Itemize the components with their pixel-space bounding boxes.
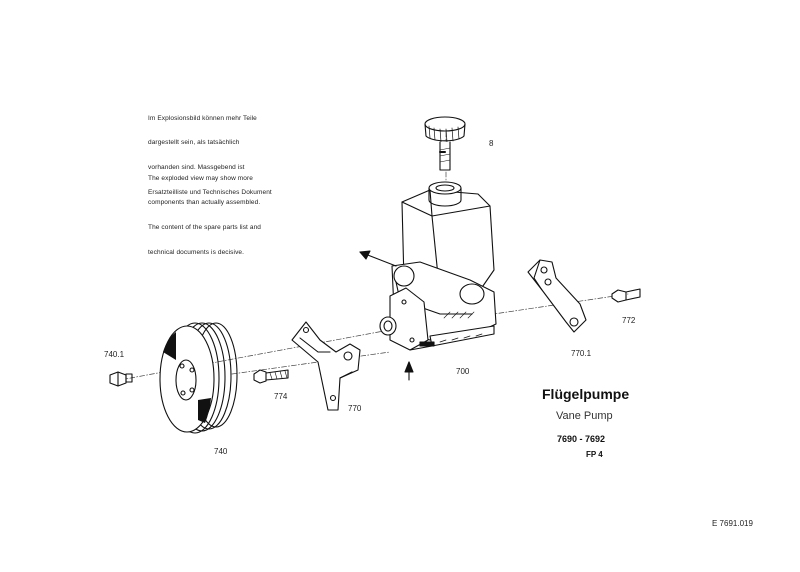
note-en-line: components than actually assembled. <box>148 199 261 207</box>
note-german: Im Explosionsbild können mehr Teile darg… <box>148 98 272 206</box>
cap-8 <box>424 116 466 171</box>
note-de-line: vorhanden sind. Massgebend ist <box>148 164 245 172</box>
direction-arrows <box>359 250 414 381</box>
note-de-line: Ersatzteilliste und Technisches Dokument <box>148 189 272 197</box>
note-en-line: The content of the spare parts list and <box>148 224 262 232</box>
part-label-770-1: 770.1 <box>571 349 592 358</box>
note-english: The exploded view may show more componen… <box>148 158 261 266</box>
bracket-770-1 <box>527 259 587 333</box>
diagram-title-german: Flügelpumpe <box>542 386 630 402</box>
part-label-740: 740 <box>214 447 228 456</box>
note-en-line: The exploded view may show more <box>148 174 253 182</box>
pulley-740 <box>159 322 238 434</box>
bolt-772 <box>611 288 641 303</box>
part-label-8: 8 <box>489 139 494 148</box>
diagram-number: E 7691.019 <box>712 519 753 528</box>
model-range: 7690 - 7692 <box>557 434 606 444</box>
note-de-line: dargestellt sein, als tatsächlich <box>148 139 240 147</box>
bracket-770 <box>291 321 361 411</box>
part-label-772: 772 <box>622 316 636 325</box>
part-label-770: 770 <box>348 404 362 413</box>
pump-700 <box>379 181 497 351</box>
diagram-title-english: Vane Pump <box>556 410 613 422</box>
bolt-774 <box>253 369 289 384</box>
part-label-700: 700 <box>456 367 470 376</box>
part-label-774: 774 <box>274 392 288 401</box>
part-label-740-1: 740.1 <box>104 350 125 359</box>
group-code: FP 4 <box>586 450 603 459</box>
note-de-line: Im Explosionsbild können mehr Teile <box>148 114 257 122</box>
bolt-740-1 <box>109 371 133 387</box>
note-en-line: technical documents is decisive. <box>148 249 245 257</box>
